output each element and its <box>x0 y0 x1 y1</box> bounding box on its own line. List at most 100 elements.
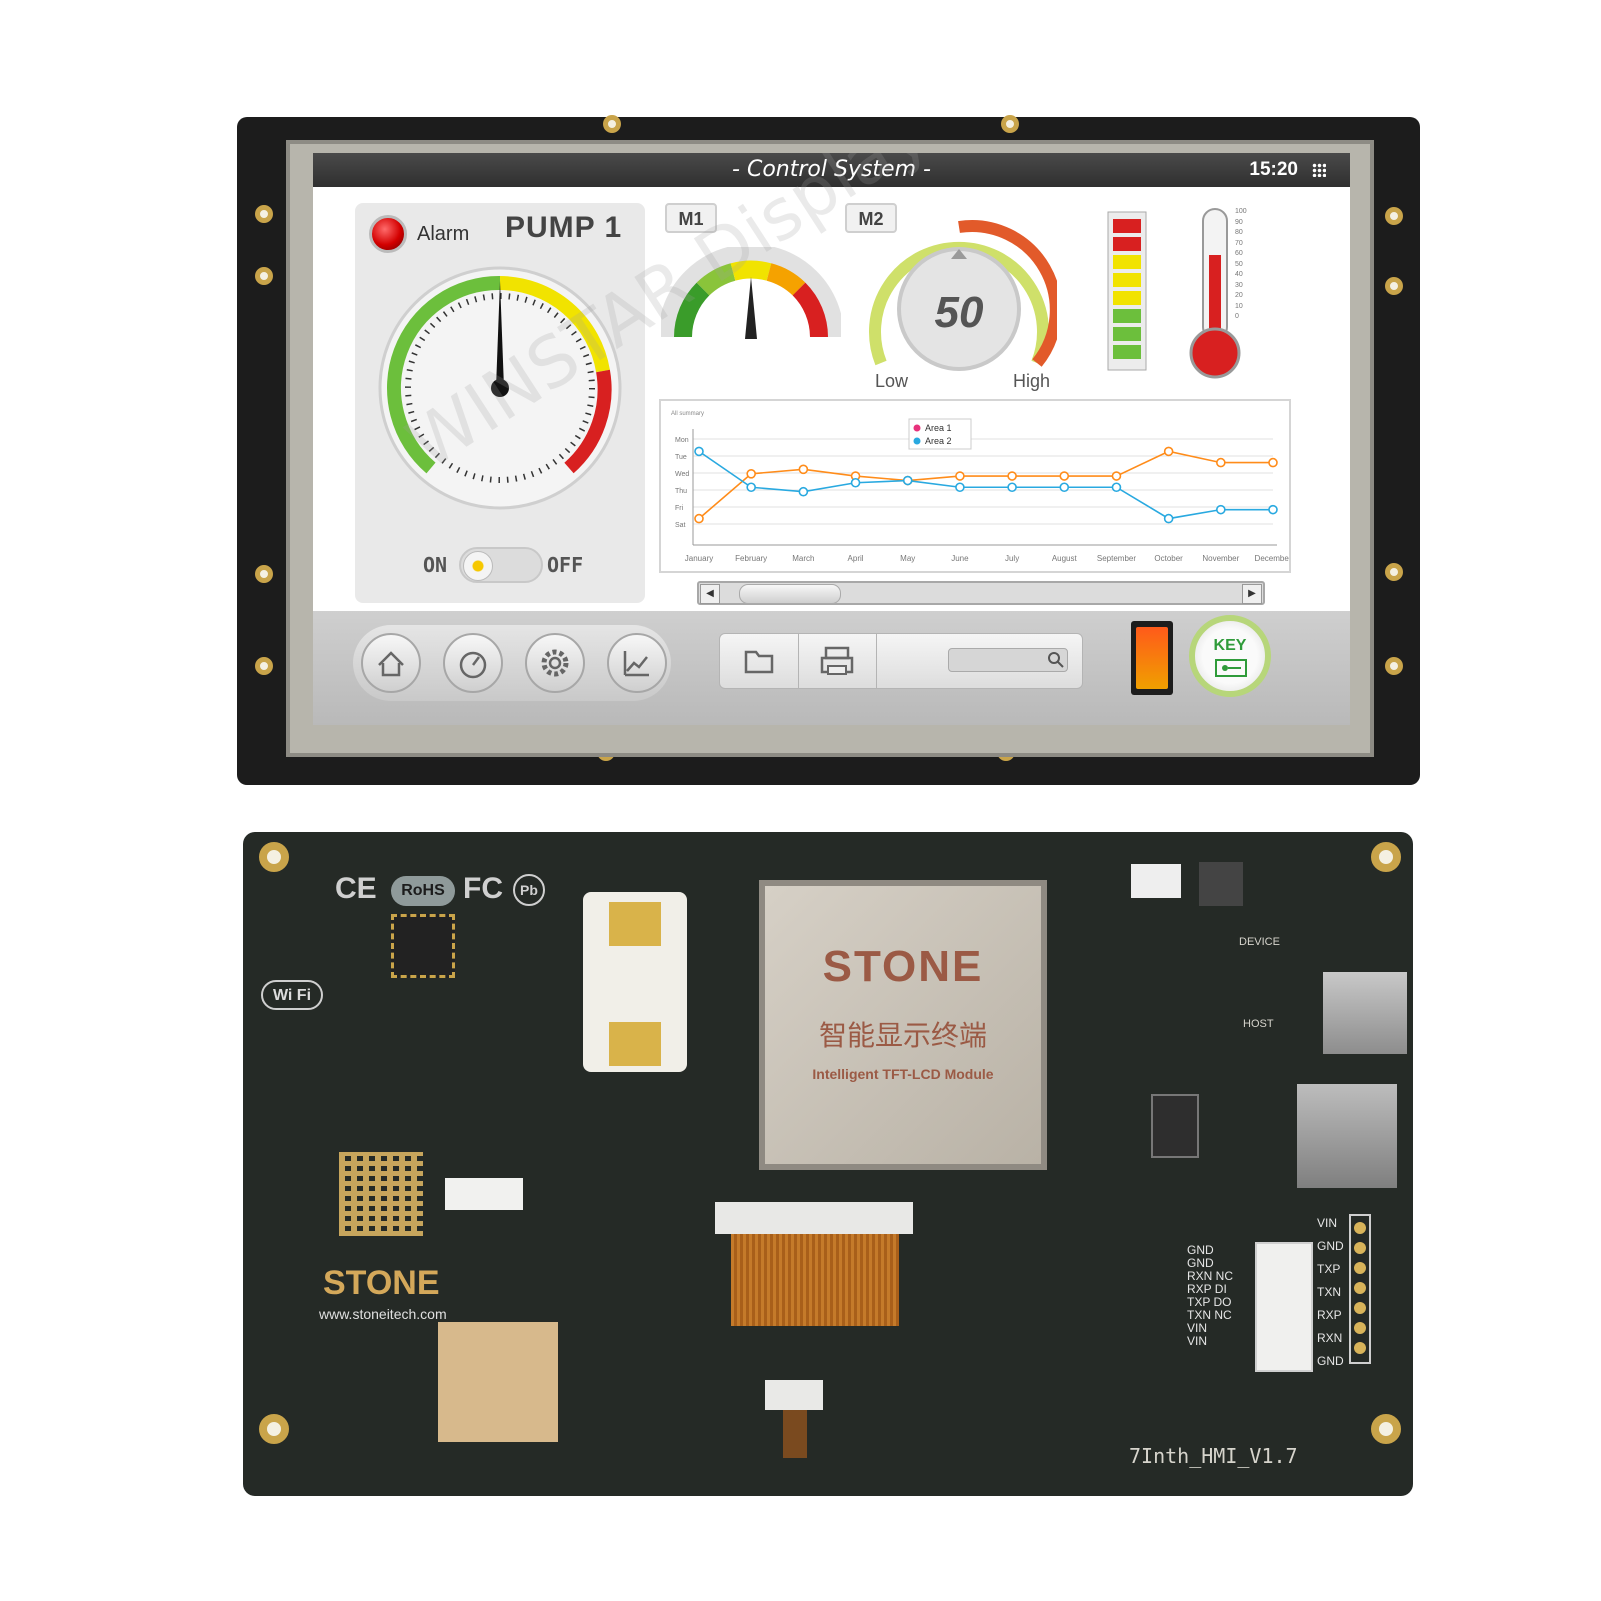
battery-holder <box>583 892 687 1072</box>
screen-content: Alarm PUMP 1 ON OFF M1 <box>313 153 1350 645</box>
gauge-ticks <box>405 293 595 483</box>
chart-point <box>694 446 704 457</box>
stone-url: www.stoneitech.com <box>319 1306 447 1322</box>
key-button[interactable]: KEY <box>1189 615 1271 697</box>
thermo-tick: 100 <box>1235 208 1247 215</box>
mount-hole <box>1371 842 1401 872</box>
shield-subtitle: Intelligent TFT-LCD Module <box>812 1066 994 1082</box>
flex-connector <box>715 1202 913 1234</box>
pump-toggle-switch[interactable] <box>459 547 543 583</box>
mount-hole <box>1371 1414 1401 1444</box>
folder-button[interactable] <box>720 634 799 688</box>
chart-point <box>955 482 965 493</box>
shield-brand: STONE <box>822 942 984 991</box>
small-connector <box>765 1380 823 1410</box>
m2-dial: 50 <box>869 220 1057 371</box>
mount-hole <box>1001 115 1019 133</box>
chart-legend-label: Area 2 <box>925 436 952 446</box>
small-connector <box>445 1178 523 1210</box>
chart-x-tick-label: June <box>951 554 969 563</box>
scroll-left-arrow-icon[interactable]: ◀ <box>700 584 720 604</box>
pin-pad <box>1354 1282 1366 1294</box>
scroll-right-arrow-icon[interactable]: ▶ <box>1242 584 1262 604</box>
transformer-chip <box>1151 1094 1199 1158</box>
mount-hole <box>1385 563 1403 581</box>
m1-tag: M1 <box>665 203 717 233</box>
chart-series-line <box>698 450 1273 520</box>
pin-label: GND <box>1317 1239 1344 1253</box>
mount-hole <box>259 1414 289 1444</box>
ce-mark: CE <box>335 872 377 905</box>
toggle-knob[interactable] <box>463 551 493 581</box>
ethernet-port[interactable] <box>1297 1084 1397 1188</box>
power-switch[interactable] <box>1131 621 1173 695</box>
chart-legend-label: Area 1 <box>925 423 952 433</box>
screen-title: - Control System - <box>732 157 931 182</box>
chart-point <box>1268 457 1278 468</box>
key-icon <box>1215 659 1247 677</box>
pin-label: TXP <box>1317 1262 1341 1276</box>
pump-toggle-row: ON OFF <box>355 543 645 587</box>
chart-point <box>955 471 965 481</box>
chart-corner-label: All summary <box>671 411 704 417</box>
chart-x-tick-label: April <box>848 554 864 563</box>
pin-pad <box>1354 1302 1366 1314</box>
chart-y-tick-label: Thu <box>675 488 687 495</box>
m2-value: 50 <box>935 288 984 337</box>
pump-gauge <box>378 266 622 510</box>
home-button[interactable] <box>361 633 421 693</box>
chart-x-tick-label: October <box>1154 554 1183 563</box>
power-rocker-icon[interactable] <box>1136 627 1168 689</box>
mount-hole <box>603 115 621 133</box>
gauge-button[interactable] <box>443 633 503 693</box>
pin-header <box>1349 1214 1371 1364</box>
mount-hole <box>1385 657 1403 675</box>
print-button[interactable] <box>798 634 877 688</box>
mount-hole <box>259 842 289 872</box>
chart-button[interactable] <box>607 633 667 693</box>
shield-chinese-label: 智能显示终端 <box>818 1020 987 1051</box>
pin-label: RXP <box>1317 1308 1342 1322</box>
chart-y-tick-label: Fri <box>675 505 684 512</box>
scroll-thumb[interactable] <box>739 584 841 604</box>
thermometer-scale: 100 90 80 70 60 50 40 30 20 10 0 <box>1235 207 1263 323</box>
search-icon[interactable] <box>1047 651 1065 669</box>
pin-label: GND <box>1187 1256 1214 1270</box>
thermo-tick: 50 <box>1235 260 1243 268</box>
pin-labels-right: VIN GND TXP TXN RXP RXN GND <box>1317 1212 1344 1373</box>
chart-point <box>1216 504 1226 515</box>
chart-legend-marker <box>913 437 921 445</box>
chart-y-tick-label: Tue <box>675 454 687 461</box>
settings-button[interactable] <box>525 633 585 693</box>
toggle-on-label: ON <box>423 553 448 577</box>
pin-label: RXN NC <box>1187 1269 1234 1283</box>
clock: 15:20 <box>1249 159 1298 180</box>
menu-grid-icon[interactable] <box>1312 163 1326 177</box>
chart-point <box>746 469 756 479</box>
m2-tag: M2 <box>845 203 897 233</box>
gauge-zone-yellow <box>499 276 610 373</box>
device-label: DEVICE <box>1239 936 1280 948</box>
thermo-tick: 0 <box>1235 313 1239 320</box>
search-input[interactable] <box>948 648 1068 672</box>
chart-y-tick-label: Wed <box>675 471 689 478</box>
battery-contact <box>609 1022 661 1066</box>
qr-code <box>339 1152 423 1236</box>
folder-icon <box>744 650 774 674</box>
chart-point <box>902 475 913 486</box>
chart-point <box>1059 482 1070 493</box>
chart-point <box>1216 457 1226 468</box>
pin-pad <box>1354 1242 1366 1254</box>
gauge-needle <box>496 281 504 388</box>
mount-hole <box>255 565 273 583</box>
chart-point <box>798 464 809 475</box>
usb-port[interactable] <box>1323 972 1407 1054</box>
gear-icon <box>541 649 569 677</box>
wifi-badge: Wi Fi <box>261 980 323 1010</box>
pin-label: VIN <box>1187 1334 1208 1348</box>
chart-scrollbar[interactable]: ◀ ▶ <box>697 581 1265 605</box>
chart-icon <box>623 651 649 677</box>
pin-label: TXN NC <box>1187 1308 1232 1322</box>
thermometer-icon <box>1189 208 1241 379</box>
pcb-board: CE RoHS FC Pb Wi Fi STONE 智能显示终端 Intelli… <box>243 832 1413 1496</box>
